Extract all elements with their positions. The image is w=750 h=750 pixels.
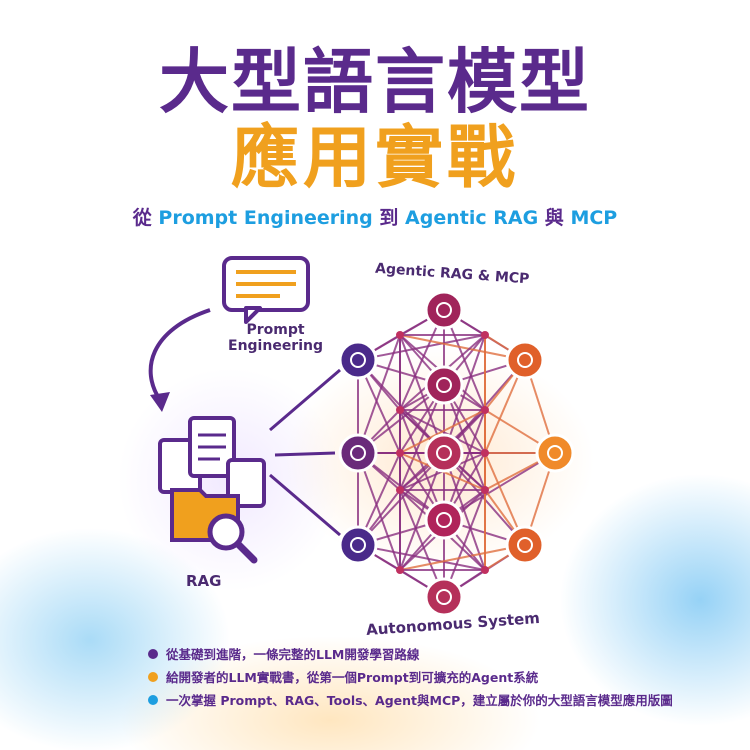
network-node-icon xyxy=(338,525,378,565)
bullet-text: 從基礎到進階，一條完整的LLM開發學習路線 xyxy=(166,647,420,662)
network-junction xyxy=(481,566,489,574)
bullet-dot xyxy=(148,694,158,705)
network-junction xyxy=(396,331,404,339)
network-node-icon xyxy=(505,340,545,380)
network-edge xyxy=(443,409,486,521)
subtitle: 從 Prompt Engineering 到 Agentic RAG 與 MCP xyxy=(0,203,750,230)
bullet-item: 給開發者的LLM實戰書，從第一個Prompt到可擴充的Agent系統 xyxy=(148,667,538,686)
arrow xyxy=(269,368,341,432)
network-edge xyxy=(443,452,486,571)
network-node-icon xyxy=(424,365,464,405)
subtitle-prompt: Prompt Engineering xyxy=(158,207,373,229)
bullet-item: 一次掌握 Prompt、RAG、Tools、Agent與MCP，建立屬於你的大型… xyxy=(148,690,673,709)
documents-folder-icon xyxy=(158,416,266,564)
arrow xyxy=(274,451,336,457)
network-edge xyxy=(399,409,486,454)
network-node-icon xyxy=(535,433,575,473)
network-node-icon xyxy=(424,433,464,473)
network-edge xyxy=(357,334,486,361)
prompt-label-line-1: Prompt xyxy=(246,322,305,338)
title-line-2: 應用實戰 xyxy=(230,119,519,198)
network-node-icon xyxy=(424,290,464,330)
arrow xyxy=(269,473,341,537)
rag-label: RAG xyxy=(186,572,222,590)
prompt-engineering-label: Prompt Engineering xyxy=(228,322,323,354)
curved-arrow xyxy=(148,308,211,402)
network-edge xyxy=(399,409,445,521)
bullet-text: 一次掌握 Prompt、RAG、Tools、Agent與MCP，建立屬於你的大型… xyxy=(166,693,673,708)
network-junction xyxy=(481,331,489,339)
network-edge xyxy=(357,334,401,454)
network-junction xyxy=(396,406,404,414)
chat-bubble-icon xyxy=(222,256,310,324)
network-node-icon xyxy=(338,340,378,380)
network-node-icon xyxy=(505,525,545,565)
network-node-icon xyxy=(424,577,464,617)
network-junction xyxy=(396,449,404,457)
network-junction xyxy=(481,406,489,414)
network-junction xyxy=(481,449,489,457)
network-edge xyxy=(443,334,486,454)
subtitle-mcp: MCP xyxy=(570,207,618,229)
subtitle-to: 到 xyxy=(379,207,399,229)
bullet-dot xyxy=(148,648,158,659)
network-junction xyxy=(396,566,404,574)
title-line-1: 大型語言模型 xyxy=(159,41,591,123)
network-edge xyxy=(357,544,486,571)
network-node-icon xyxy=(338,433,378,473)
bullet-item: 從基礎到進階，一條完整的LLM開發學習路線 xyxy=(148,644,419,663)
network-edge xyxy=(357,452,401,571)
bullet-text: 給開發者的LLM實戰書，從第一個Prompt到可擴充的Agent系統 xyxy=(166,670,539,685)
network-edge xyxy=(399,544,526,571)
subtitle-agentic: Agentic RAG xyxy=(405,207,539,229)
network-junction xyxy=(481,486,489,494)
network-junction xyxy=(396,486,404,494)
network-node-icon xyxy=(424,500,464,540)
prompt-label-line-2: Engineering xyxy=(228,338,323,354)
subtitle-and: 與 xyxy=(544,207,564,229)
subtitle-from: 從 xyxy=(132,207,152,229)
network-edge xyxy=(399,334,526,361)
bullet-dot xyxy=(148,671,158,682)
